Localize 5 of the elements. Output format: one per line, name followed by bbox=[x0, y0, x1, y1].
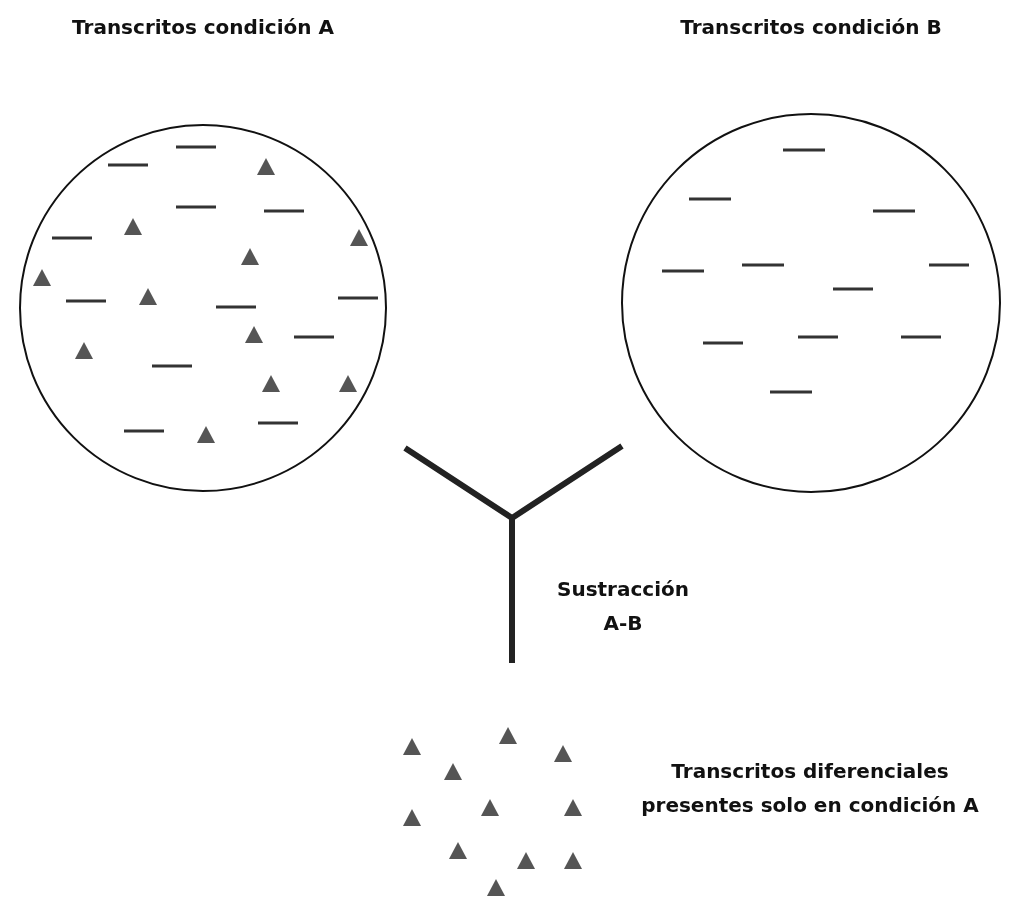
node-label: Transcritos diferenciales presentes solo en condición A bbox=[640, 758, 980, 819]
group-heading: Transcritos condición A bbox=[71, 14, 335, 41]
step-label: Sustracción A-B bbox=[556, 576, 690, 637]
group-heading: Transcritos condición B bbox=[679, 14, 943, 41]
subtraction-line bbox=[509, 443, 624, 663]
